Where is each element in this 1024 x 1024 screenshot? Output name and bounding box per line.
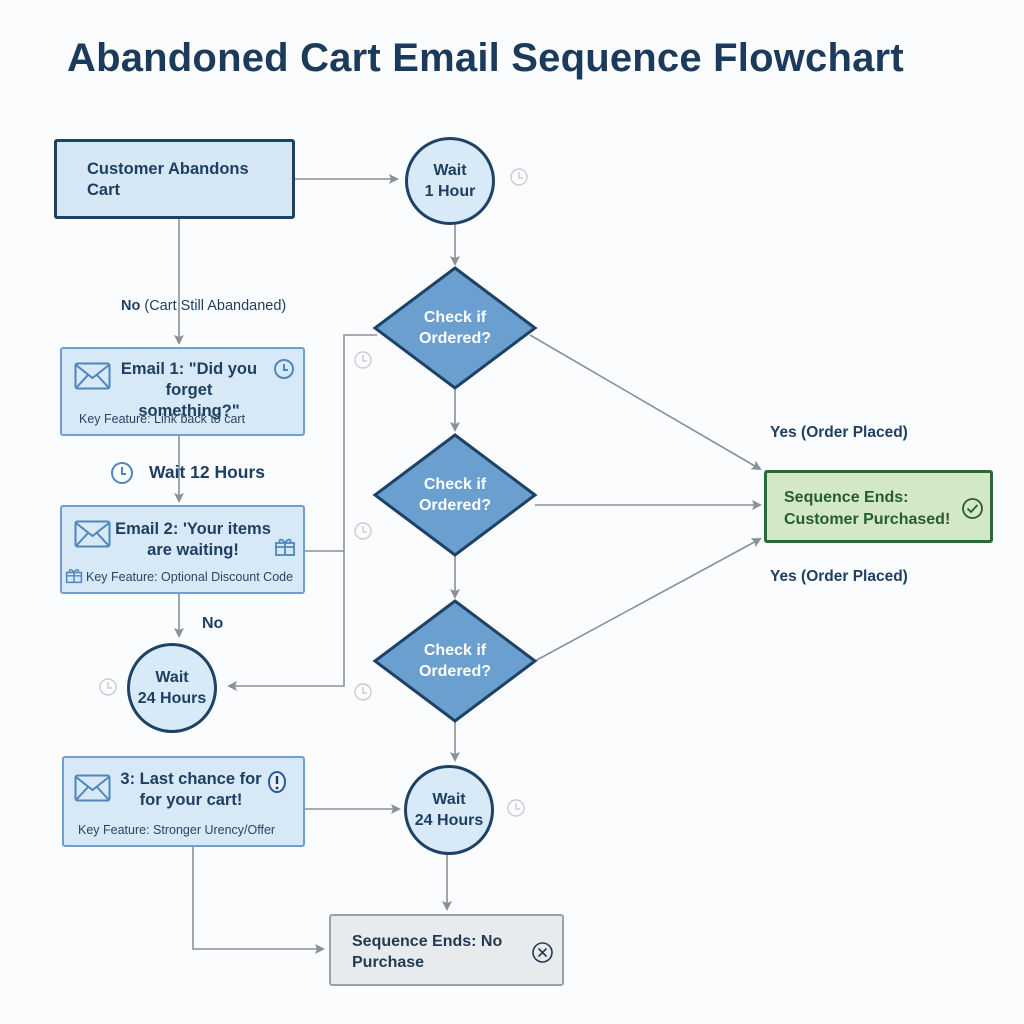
wait-24h-center-line2: 24 Hours — [414, 812, 484, 829]
check-1-line2: Ordered? — [418, 330, 491, 347]
wait-24h-left-line1: Wait — [155, 669, 189, 686]
clock-icon — [354, 683, 372, 701]
check-3-line2: Ordered? — [418, 663, 491, 680]
end-node-no-purchase: Sequence Ends: No Purchase — [329, 914, 564, 986]
wait-24-hours-left-node: Wait 24 Hours — [127, 643, 217, 733]
email-2-key-feature: Key Feature: Optional Discount Code — [86, 570, 294, 584]
clock-icon — [510, 168, 528, 186]
check-2-label: Check if Ordered? — [395, 474, 515, 516]
edge-label-yes-top: Yes (Order Placed) — [770, 424, 908, 441]
check-3-line1: Check if — [423, 642, 487, 659]
check-1-line1: Check if — [423, 309, 487, 326]
clock-icon — [274, 359, 294, 379]
no-purchase-line2: Purchase — [352, 954, 425, 971]
decision-check-2 — [372, 433, 538, 557]
edge-check1-to-success — [529, 334, 762, 471]
page-title: Abandoned Cart Email Sequence Flowchart — [67, 36, 904, 80]
clock-icon — [354, 351, 372, 369]
check-2-line2: Ordered? — [418, 497, 491, 514]
email-1-title-line2: forget something?" — [138, 381, 240, 420]
wait-24h-left-line2: 24 Hours — [137, 690, 207, 707]
wait-1h-line1: Wait — [433, 162, 467, 179]
wait-1-hour-node: Wait 1 Hour — [405, 137, 495, 225]
email-1-node: Email 1: "Did you forget something?" Key… — [60, 347, 305, 436]
wait-24h-center-line1: Wait — [432, 791, 466, 808]
no-purchase-line1: Sequence Ends: No — [352, 933, 503, 950]
email-1-title-line1: Email 1: "Did you — [120, 360, 258, 378]
wait-12-hours-label: Wait 12 Hours — [149, 462, 266, 482]
gift-icon — [65, 569, 83, 584]
email-3-node: 3: Last chance for for your cart! Key Fe… — [62, 756, 305, 847]
edge-email3-to-fail — [192, 847, 325, 954]
start-label-line2: Cart — [87, 181, 121, 199]
success-line2: Customer Purchased! — [784, 511, 951, 528]
success-line1: Sequence Ends: — [784, 489, 909, 506]
x-circle-icon — [532, 942, 553, 963]
clock-icon — [99, 678, 117, 696]
email-2-title-line2: are waiting! — [147, 541, 239, 559]
clock-icon — [507, 799, 525, 817]
envelope-icon — [74, 774, 111, 802]
check-1-label: Check if Ordered? — [395, 307, 515, 349]
edge-label-cart-still-abandoned: (Cart Still Abandaned) — [144, 298, 287, 314]
alert-icon — [268, 771, 286, 793]
email-3-key-feature: Key Feature: Stronger Urency/Offer — [78, 823, 276, 837]
email-3-title-line2: for your cart! — [139, 791, 243, 809]
email-3-title-line1: 3: Last chance for — [120, 770, 262, 788]
envelope-icon — [74, 362, 111, 390]
check-3-label: Check if Ordered? — [395, 640, 515, 682]
decision-check-3 — [372, 599, 538, 723]
gift-icon — [275, 538, 295, 556]
check-circle-icon — [962, 498, 983, 519]
edge-label-no-cart-still-abandoned: No (Cart Still Abandaned) — [121, 298, 286, 314]
clock-icon — [354, 522, 372, 540]
email-2-title-line1: Email 2: 'Your items — [115, 520, 271, 538]
wait-1h-line2: 1 Hour — [424, 183, 476, 200]
email-1-key-feature: Key Feature: Link back to cart — [79, 412, 246, 426]
end-node-customer-purchased: Sequence Ends: Customer Purchased! — [764, 470, 993, 543]
start-node-customer-abandons-cart: Customer Abandons Cart — [54, 139, 295, 219]
clock-icon — [111, 462, 133, 484]
edge-label-no: No — [202, 615, 224, 632]
start-label-line1: Customer Abandons — [87, 160, 249, 178]
check-2-line1: Check if — [423, 476, 487, 493]
edge-check3-to-success — [534, 538, 762, 662]
edge-check1-bus — [227, 334, 377, 691]
edge-label-no-bold: No — [121, 298, 141, 314]
wait-24-hours-center-node: Wait 24 Hours — [404, 765, 494, 855]
email-2-node: Email 2: 'Your items are waiting! Key Fe… — [60, 505, 305, 594]
envelope-icon — [74, 520, 111, 548]
edge-label-yes-bottom: Yes (Order Placed) — [770, 568, 908, 585]
decision-check-1 — [372, 266, 538, 390]
